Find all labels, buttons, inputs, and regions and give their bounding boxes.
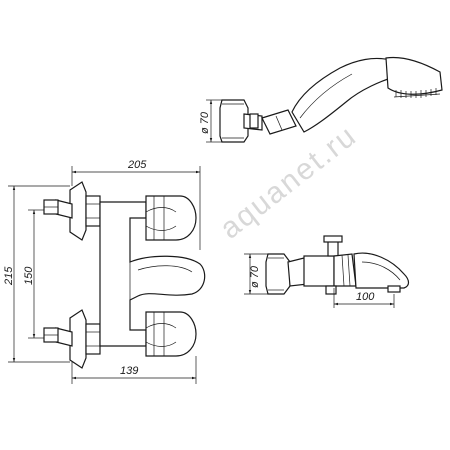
dim-total-width: 205 [127,159,147,171]
dim-total-height: 215 [3,266,15,286]
wall-mixer-drawing: 205 215 150 139 [3,159,206,384]
spout-side-view-drawing: ø 70 100 [244,235,410,308]
dim-inlet-spacing: 150 [23,266,35,285]
dim-depth: 139 [120,365,138,377]
dim-spout-length: 100 [356,291,375,303]
dim-spout-diameter: ø 70 [249,265,261,288]
dim-shower-head-diameter: ø 70 [199,111,211,134]
shower-nozzles [393,88,441,98]
hand-shower-drawing: ø 70 [199,56,443,143]
